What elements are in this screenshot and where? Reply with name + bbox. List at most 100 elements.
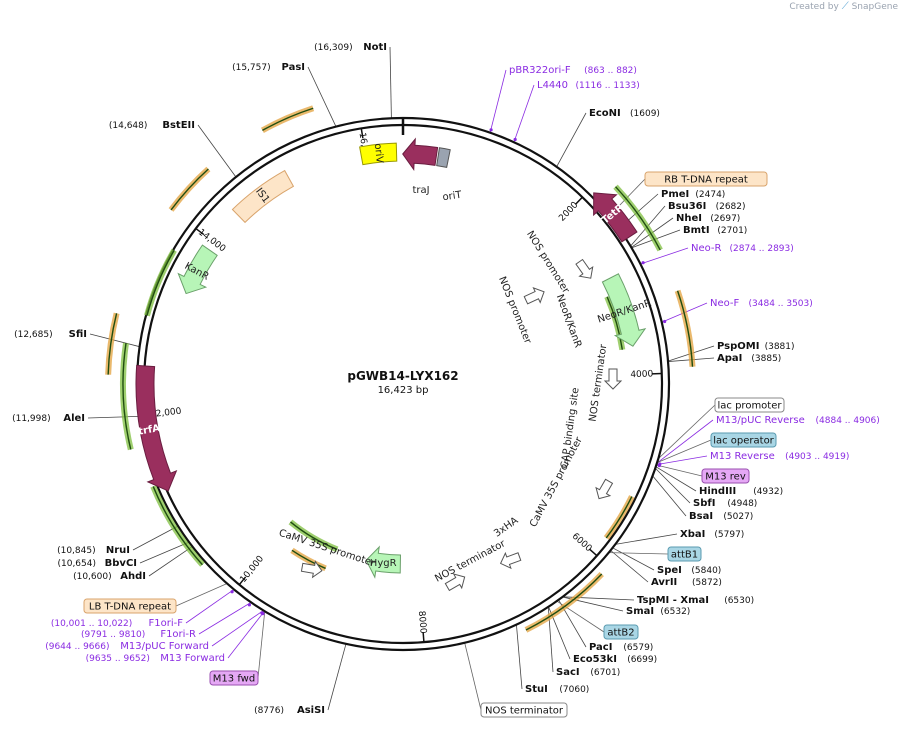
label-box-text: RB T-DNA repeat [664, 175, 748, 186]
site-paci[interactable]: PacI(6579) [589, 642, 653, 653]
label-box-rb-t-dna-repeat[interactable]: RB T-DNA repeat [644, 171, 768, 187]
primer-position: (2874 .. 2893) [730, 244, 794, 254]
site-pspomi[interactable]: PspOMI(3881) [717, 341, 795, 352]
site-nrui[interactable]: NruI(10,845) [57, 545, 130, 556]
site-position: (10,600) [73, 572, 112, 582]
site-position: (10,654) [57, 559, 96, 569]
primer-m13-puc-forward[interactable]: M13/pUC Forward(9644 .. 9666) [45, 641, 209, 652]
primer-position: (10,001 .. 10,022) [51, 619, 132, 629]
leader-line [132, 525, 179, 551]
site-saci[interactable]: SacI(6701) [556, 667, 620, 678]
nos-terminator-arrow-2 [444, 573, 466, 592]
site-hindiii[interactable]: HindIII(4932) [699, 486, 783, 497]
label-box-m13-rev[interactable]: M13 rev [701, 468, 750, 484]
plasmid-center-title: pGWB14-LYX162 16,423 bp [347, 369, 458, 396]
site-xbai[interactable]: XbaI(5797) [680, 529, 744, 540]
primer-m13-forward[interactable]: M13 Forward(9635 .. 9652) [86, 653, 225, 664]
site-nhei[interactable]: NheI(2697) [676, 213, 740, 224]
site-bsu36i[interactable]: Bsu36I(2682) [668, 201, 746, 212]
primer-sites[interactable]: pBR322ori-F(863 .. 882) L4440(1116 .. 113… [45, 65, 880, 664]
site-position: (2474) [695, 190, 725, 200]
primer-l4440[interactable]: L4440(1116 .. 1133) [537, 80, 640, 91]
primer-m13-reverse[interactable]: M13 Reverse(4903 .. 4919) [710, 451, 849, 462]
label-box-m13-fwd[interactable]: M13 fwd [209, 670, 259, 686]
feature-neor-kanr[interactable] [601, 273, 647, 347]
leader-line [652, 475, 687, 517]
primer-mark [247, 603, 251, 607]
leader-line [197, 124, 237, 178]
feature-kanr[interactable] [177, 244, 218, 295]
site-stui[interactable]: StuI(7060) [525, 684, 589, 695]
site-pasi[interactable]: PasI(15,757) [232, 62, 305, 73]
site-bsteii[interactable]: BstEII(14,648) [109, 120, 195, 131]
site-asisi[interactable]: AsiSI(8776) [254, 705, 325, 716]
site-name: ApaI [717, 353, 742, 364]
site-econi[interactable]: EcoNI(1609) [589, 108, 660, 119]
leader-line [175, 583, 228, 607]
leader-line [658, 404, 716, 460]
feature-text-label: NeoR/KanR [554, 293, 583, 349]
site-eco53ki[interactable]: Eco53kI(6699) [573, 654, 657, 665]
primer-neo-f[interactable]: Neo-F(3484 .. 3503) [710, 298, 813, 309]
site-position: (8776) [254, 706, 284, 716]
label-box-lac-promoter[interactable]: lac promoter [714, 397, 785, 413]
site-name: EcoNI [589, 108, 621, 119]
label-box-attb2[interactable]: attB2 [603, 624, 639, 640]
feature-tetr[interactable] [593, 192, 638, 243]
feature-label-boxes[interactable]: RB T-DNA repeat lac promoter lac operatorM… [83, 171, 785, 718]
site-avrii[interactable]: AvrII(5872) [651, 577, 722, 588]
site-spei[interactable]: SpeI(5840) [657, 565, 721, 576]
primer-name: M13/pUC Forward [120, 641, 209, 652]
site-alei[interactable]: AleI(11,998) [12, 413, 85, 424]
site-position: (12,685) [14, 330, 53, 340]
feature-orit[interactable] [436, 147, 451, 168]
site-name: AleI [63, 413, 85, 424]
primer-f1ori-r[interactable]: F1ori-R(9791 .. 9810) [81, 629, 196, 640]
site-apai[interactable]: ApaI(3885) [717, 353, 781, 364]
feature-trfa[interactable] [135, 364, 178, 492]
label-box-bg [603, 624, 639, 640]
feature-is1[interactable] [231, 169, 295, 224]
site-name: BbvCI [105, 558, 137, 569]
leader-line [656, 455, 708, 466]
primer-neo-r[interactable]: Neo-R(2874 .. 2893) [691, 243, 794, 254]
site-bmti[interactable]: BmtI(2701) [683, 225, 747, 236]
site-bbvci[interactable]: BbvCI (10,654) [57, 558, 137, 569]
feature-text-label: oriT [442, 190, 463, 204]
primer-pbr322ori-f[interactable]: pBR322ori-F(863 .. 882) [509, 65, 637, 76]
primer-f1ori-f[interactable]: F1ori-F(10,001 .. 10,022) [51, 618, 183, 629]
snapgene-logo: ⟋ [841, 1, 849, 12]
site-sfii[interactable]: SfiI(12,685) [14, 329, 87, 340]
site-pmei[interactable]: PmeI(2474) [661, 189, 725, 200]
site-position: (2682) [716, 202, 746, 212]
orf-arc-core [605, 496, 633, 539]
feature-oriv[interactable] [359, 142, 398, 166]
label-box-nos-terminator[interactable]: NOS terminator [480, 702, 568, 718]
feature-traj[interactable] [402, 137, 439, 172]
nos-terminator-arrow [603, 368, 623, 390]
leader-line [513, 84, 535, 143]
feature-name: HygR [370, 558, 397, 569]
leader-line [656, 419, 714, 464]
site-ahdi[interactable]: AhdI(10,600) [73, 571, 146, 582]
site-tspmi-xmai[interactable]: TspMI - XmaI(6530) [637, 595, 754, 606]
site-bsai[interactable]: BsaI(5027) [689, 511, 753, 522]
restriction-sites[interactable]: NotI(16,309) PasI(15,757) BstEII(14,648) Sf… [12, 42, 794, 716]
label-box-lac-operator[interactable]: lac operator [710, 432, 777, 448]
feature-hygr[interactable] [365, 545, 401, 579]
site-sbfi[interactable]: SbfI(4948) [693, 498, 757, 509]
site-smai[interactable]: SmaI(6532) [626, 606, 690, 617]
tick-label: 8000 [416, 610, 428, 634]
label-box-lb-t-dna-repeat[interactable]: LB T-DNA repeat [83, 598, 177, 614]
site-name: NotI [363, 42, 387, 53]
orf-arc-core [615, 186, 661, 251]
primer-position: (4884 .. 4906) [816, 416, 880, 426]
leader-line [608, 552, 669, 555]
site-position: (6579) [623, 643, 653, 653]
primer-m13-puc-reverse[interactable]: M13/pUC Reverse(4884 .. 4906) [716, 415, 880, 426]
label-box-attb1[interactable]: attB1 [667, 546, 702, 562]
site-noti[interactable]: NotI(16,309) [314, 42, 387, 53]
plasmid-name: pGWB14-LYX162 [347, 369, 458, 383]
